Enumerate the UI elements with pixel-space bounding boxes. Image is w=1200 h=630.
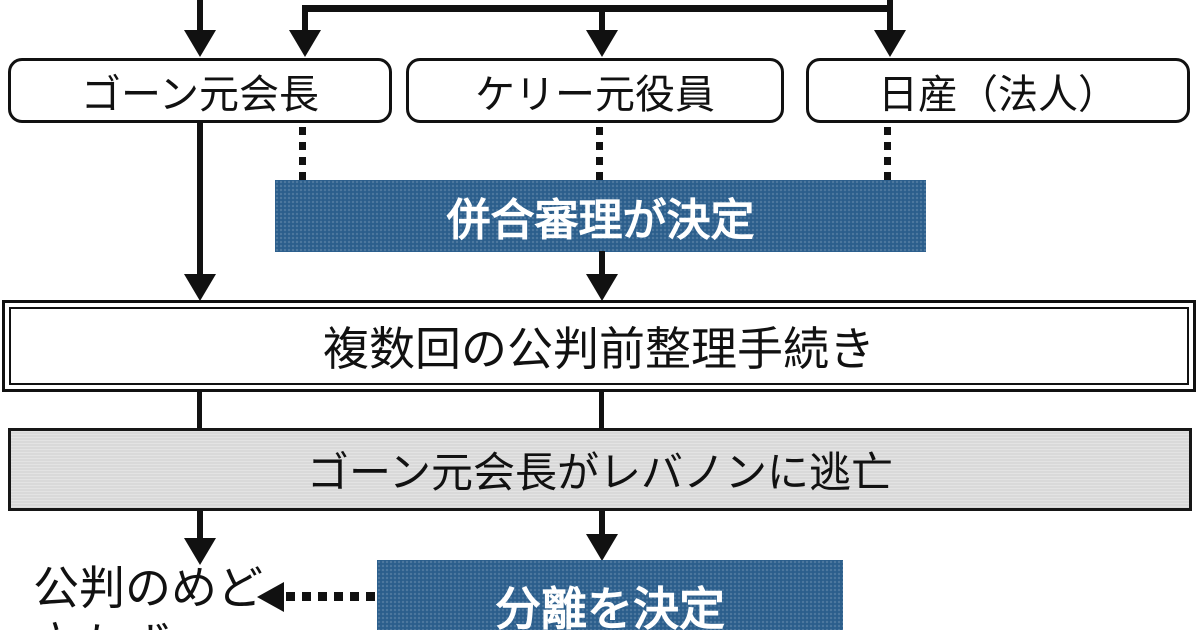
- arrow-down-icon: [586, 274, 618, 301]
- pretrial-procedure-box: 複数回の公判前整理手続き: [2, 300, 1196, 392]
- dotted-connector-ghosn: [299, 127, 306, 180]
- pretrial-procedure-inner: 複数回の公判前整理手続き: [9, 307, 1189, 385]
- connector-stub-middle: [599, 11, 605, 32]
- pretrial-procedure-label: 複数回の公判前整理手続き: [323, 322, 875, 376]
- lebanon-escape-label: ゴーン元会長がレバノンに逃亡: [307, 448, 893, 497]
- dotted-connector-nissan: [884, 127, 891, 180]
- defendant-box-nissan: 日産（法人）: [806, 58, 1190, 123]
- defendant-box-nissan-label: 日産（法人）: [878, 71, 1118, 118]
- connector-stub-left: [302, 11, 308, 32]
- lebanon-escape-bar: ゴーン元会長がレバノンに逃亡: [8, 428, 1192, 511]
- defendant-box-ghosn-label: ゴーン元会長: [81, 71, 319, 118]
- connector-line-split: [599, 511, 605, 536]
- merge-decision-label: 併合審理が決定: [446, 195, 755, 246]
- connector-line-banner-down: [599, 251, 605, 276]
- connector-feed-right: [887, 0, 893, 32]
- trial-outlook-line1: 公判のめど: [33, 561, 263, 615]
- dotted-connector-kelly: [596, 127, 603, 180]
- arrow-down-icon: [184, 274, 216, 301]
- arrow-down-icon: [184, 30, 216, 57]
- connector-line-left: [197, 392, 202, 429]
- trial-outlook-text: 公判のめど 立たず: [33, 560, 263, 630]
- connector-line-top-ghosn: [197, 0, 203, 31]
- trial-outlook-line2: 立たず: [33, 617, 263, 630]
- arrow-down-icon: [289, 30, 321, 57]
- defendant-box-kelly: ケリー元役員: [406, 58, 784, 123]
- arrow-down-icon: [586, 534, 618, 561]
- defendant-box-kelly-label: ケリー元役員: [475, 71, 715, 118]
- arrow-left-icon: [257, 582, 284, 612]
- arrow-down-icon: [184, 538, 216, 565]
- arrow-down-icon: [586, 30, 618, 57]
- arrow-down-icon: [874, 30, 906, 57]
- split-decision-banner: 分離を決定: [377, 560, 843, 630]
- merge-decision-banner: 併合審理が決定: [275, 180, 926, 252]
- connector-line-middle: [599, 392, 604, 429]
- dotted-connector-split-outlook: [286, 592, 377, 601]
- connector-line-outlook: [197, 511, 203, 539]
- connector-line-ghosn-down: [197, 121, 203, 276]
- split-decision-label: 分離を決定: [495, 582, 725, 630]
- distributor-line: [302, 5, 893, 12]
- defendant-box-ghosn: ゴーン元会長: [8, 58, 392, 123]
